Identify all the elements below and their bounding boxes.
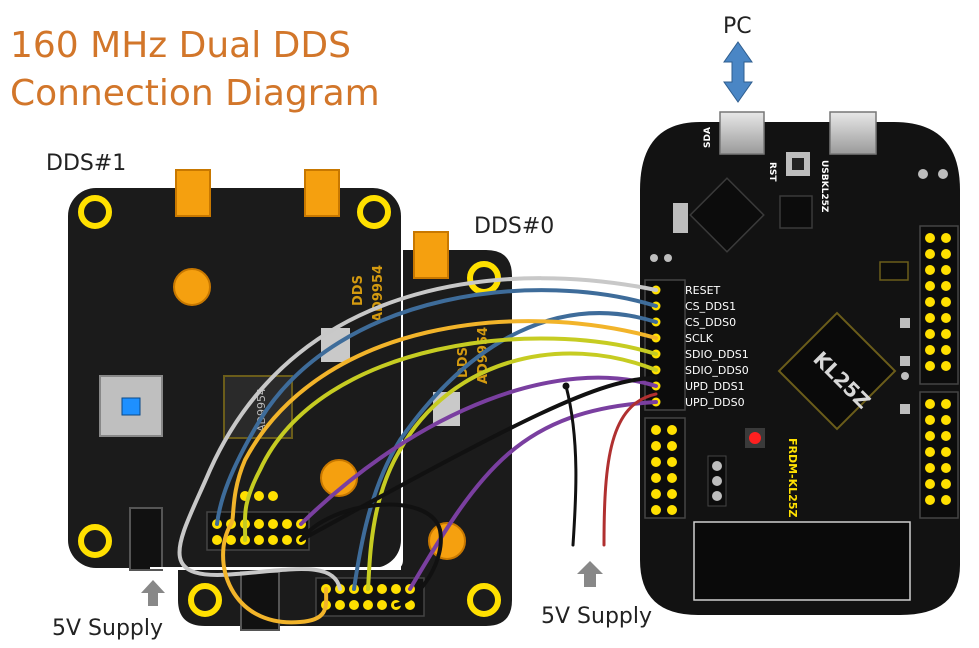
signal-label: UPD_DDS0 bbox=[685, 396, 745, 409]
wire-sdio-dds0 bbox=[366, 351, 658, 591]
mount-hole bbox=[78, 524, 112, 558]
wires bbox=[177, 276, 658, 625]
wire-cs-dds1 bbox=[215, 288, 658, 526]
touch-slider bbox=[693, 521, 911, 601]
dds0-label: DDS#0 bbox=[474, 214, 555, 239]
dds1-silk-part: AD9954 bbox=[371, 265, 386, 322]
usb-connector-sda bbox=[719, 111, 765, 155]
sma-connector bbox=[175, 169, 211, 217]
mount-hole bbox=[357, 195, 391, 229]
kl25z-chip bbox=[777, 311, 897, 431]
wire-supply-gnd bbox=[564, 384, 578, 547]
frdm-kl25z-board bbox=[640, 111, 960, 615]
frdm-usb-label: USBKL25Z bbox=[819, 160, 829, 213]
dds1-silk-dds: DDS bbox=[351, 275, 366, 306]
wire-reset bbox=[177, 276, 658, 591]
wire-sdio-dds1 bbox=[242, 336, 658, 542]
dds1-label: DDS#1 bbox=[46, 151, 127, 176]
supply-right-label: 5V Supply bbox=[541, 604, 653, 629]
dds1-board bbox=[68, 169, 401, 571]
mount-hole bbox=[467, 583, 501, 617]
wire-cs-dds0 bbox=[352, 311, 658, 591]
sma-connector bbox=[304, 169, 340, 217]
title-line-1: 160 MHz Dual DDS bbox=[10, 25, 351, 66]
mount-hole bbox=[78, 195, 112, 229]
signal-label: CS_DDS1 bbox=[685, 300, 737, 313]
sma-connector bbox=[413, 231, 449, 279]
wire-upd-dds0 bbox=[408, 400, 658, 591]
trim-capacitor bbox=[320, 459, 358, 497]
frdm-board-name: FRDM-KL25Z bbox=[786, 438, 799, 517]
mount-hole bbox=[467, 261, 501, 295]
wire-ground-dds0 bbox=[299, 502, 443, 607]
wire-upd-dds1 bbox=[299, 375, 658, 526]
wire-sclk-dds1 bbox=[229, 319, 658, 526]
signal-label: RESET bbox=[685, 284, 721, 297]
usb-connector-kl25z bbox=[829, 111, 877, 155]
ad9954-chip bbox=[223, 375, 293, 439]
supply-arrow-left bbox=[141, 580, 165, 606]
mount-hole bbox=[188, 583, 222, 617]
supply-arrow-right bbox=[577, 561, 603, 587]
signal-label: SDIO_DDS0 bbox=[685, 364, 749, 377]
frdm-sda-label: SDA bbox=[703, 127, 713, 148]
wire-sclk-dds0 bbox=[221, 522, 329, 625]
pc-usb-arrow bbox=[723, 41, 753, 103]
signal-label: CS_DDS0 bbox=[685, 316, 737, 329]
supply-left-label: 5V Supply bbox=[52, 616, 164, 641]
frdm-rst-label: RST bbox=[767, 162, 777, 182]
wire-supply-vcc bbox=[602, 392, 658, 547]
pc-label: PC bbox=[723, 14, 752, 39]
title-line-2: Connection Diagram bbox=[10, 73, 380, 114]
power-jack bbox=[129, 507, 163, 571]
wire-ground-dds1 bbox=[299, 376, 658, 542]
trim-capacitor bbox=[173, 268, 211, 306]
signal-label: SCLK bbox=[685, 332, 714, 345]
signal-label: UPD_DDS1 bbox=[685, 380, 745, 393]
signal-label: SDIO_DDS1 bbox=[685, 348, 749, 361]
